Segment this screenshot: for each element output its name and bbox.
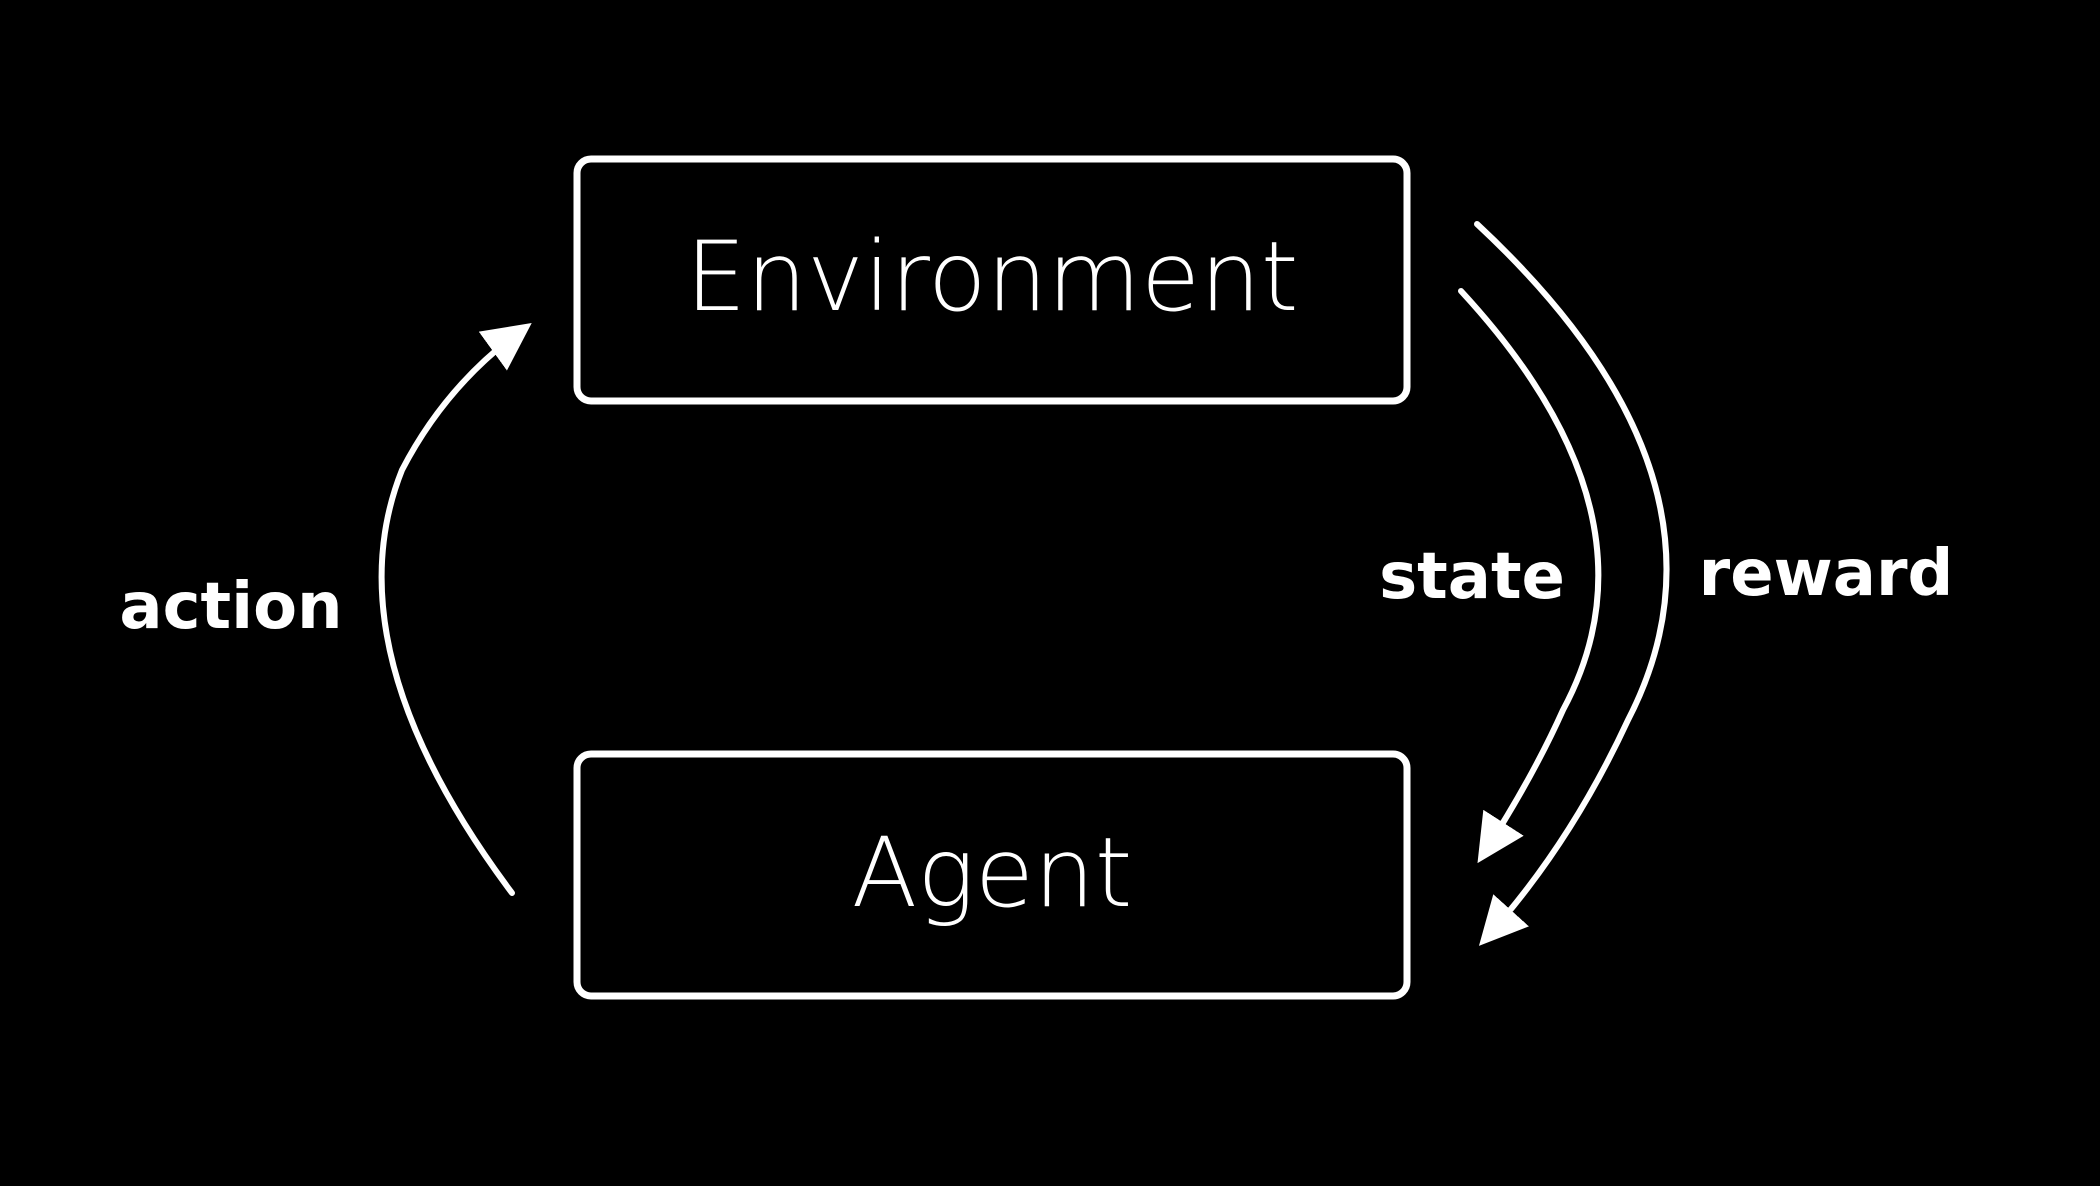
agent-box [573,750,1411,1000]
state-edge: state [1379,288,1602,864]
action-arrow [378,322,532,896]
reward-edge: reward [1474,221,1954,946]
environment-node: Environment [573,155,1411,405]
agent-node: Agent [573,750,1411,1000]
reward-label: reward [1699,537,1954,611]
reward-arrow [1474,221,1670,946]
state-label: state [1379,540,1565,614]
agent-label: Agent [852,817,1133,929]
action-edge: action [119,322,532,896]
state-arrow [1458,288,1602,864]
environment-box [573,155,1411,405]
action-label: action [119,570,342,644]
environment-label: Environment [686,221,1299,333]
